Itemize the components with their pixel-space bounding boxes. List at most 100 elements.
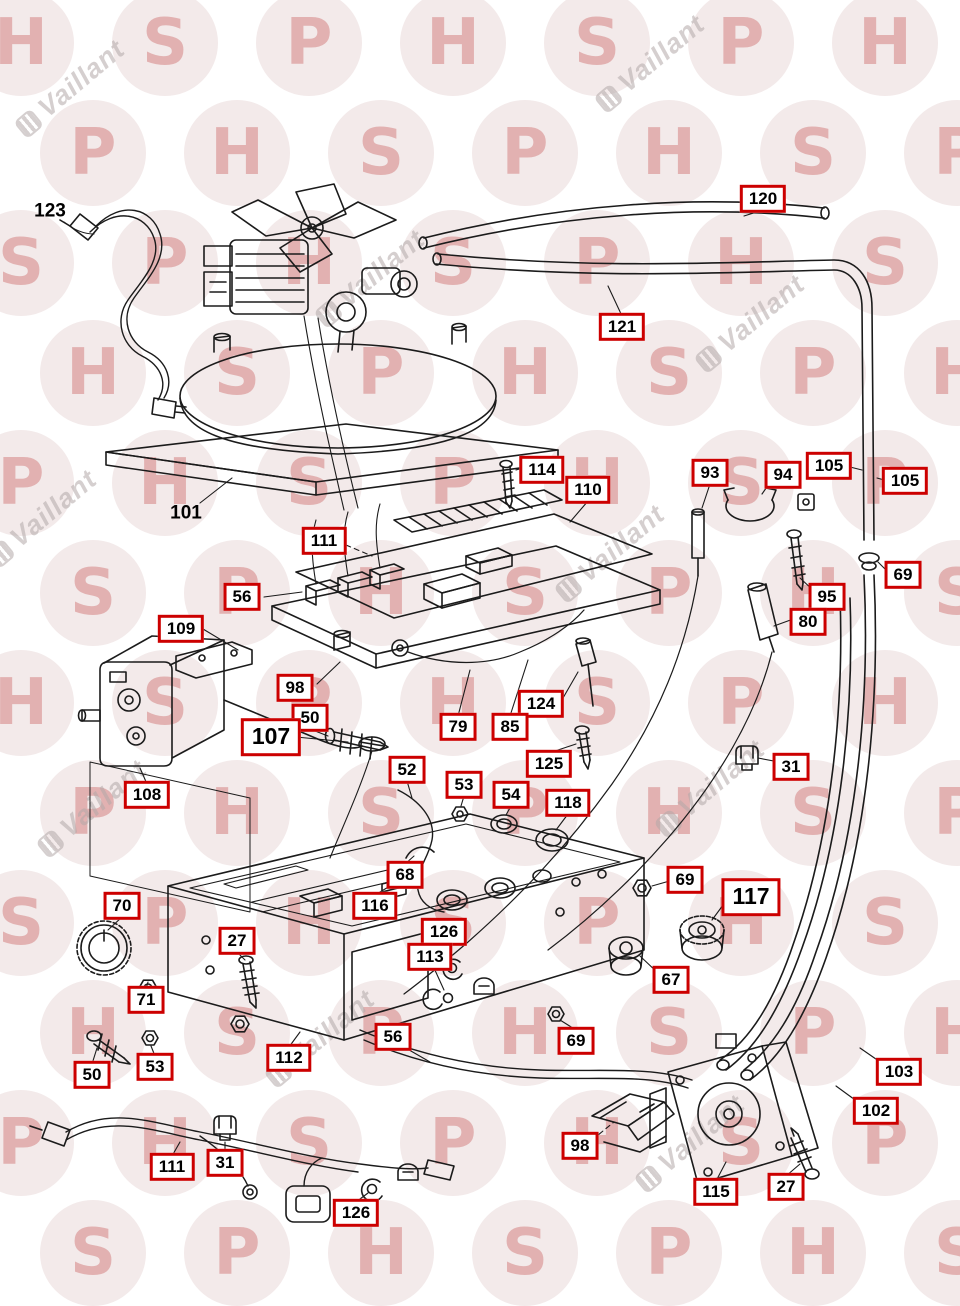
watermark-letter-circle: H <box>184 100 290 206</box>
part-callout-110[interactable]: 110 <box>565 475 611 505</box>
part-callout-117[interactable]: 117 <box>721 878 781 916</box>
screw-and-nut-lower-left <box>86 1030 159 1065</box>
watermark-letter-circle: P <box>688 0 794 96</box>
part-callout-93[interactable]: 93 <box>691 458 729 488</box>
part-callout-105[interactable]: 105 <box>881 466 929 496</box>
part-callout-113[interactable]: 113 <box>407 942 453 972</box>
part-callout-53[interactable]: 53 <box>136 1052 174 1082</box>
cable-clips <box>213 745 759 1141</box>
part-callout-31[interactable]: 31 <box>206 1148 244 1178</box>
watermark-letter-circle: S <box>832 210 938 316</box>
watermark-letter-circle: H <box>0 0 74 96</box>
part-callout-50[interactable]: 50 <box>73 1060 111 1090</box>
cable-glands-and-nuts <box>547 879 725 1022</box>
part-callout-112[interactable]: 112 <box>266 1043 312 1073</box>
watermark-letter-circle: H <box>616 100 722 206</box>
part-callout-126[interactable]: 126 <box>420 917 468 947</box>
watermark-letter-circle: S <box>40 540 146 646</box>
part-callout-105[interactable]: 105 <box>805 451 853 481</box>
part-callout-98[interactable]: 98 <box>276 673 314 703</box>
part-callout-126[interactable]: 126 <box>332 1198 380 1228</box>
watermark-letter-circle: S <box>544 650 650 756</box>
watermark-letter-circle: H <box>400 0 506 96</box>
part-callout-69[interactable]: 69 <box>557 1026 595 1056</box>
part-callout-120[interactable]: 120 <box>739 184 787 214</box>
watermark-letter-circle: P <box>472 100 578 206</box>
part-callout-70[interactable]: 70 <box>103 891 141 921</box>
part-callout-109[interactable]: 109 <box>157 614 205 644</box>
part-callout-116[interactable]: 116 <box>352 891 398 921</box>
sensor-cable <box>59 209 187 419</box>
part-callout-56[interactable]: 56 <box>223 582 261 612</box>
watermark-letter-circle: S <box>616 980 722 1086</box>
watermark-letter-circle: S <box>184 320 290 426</box>
part-callout-124[interactable]: 124 <box>517 689 565 719</box>
part-callout-27[interactable]: 27 <box>767 1172 805 1202</box>
part-callout-114[interactable]: 114 <box>519 455 565 485</box>
part-callout-67[interactable]: 67 <box>652 965 690 995</box>
heat-exchanger-dome <box>179 322 497 455</box>
part-callout-111[interactable]: 111 <box>149 1152 195 1182</box>
watermark-letter-circle: S <box>400 210 506 316</box>
part-callout-103[interactable]: 103 <box>875 1057 923 1087</box>
watermark-letter-circle: H <box>400 650 506 756</box>
part-callout-68[interactable]: 68 <box>386 860 424 890</box>
watermark-letter-circle: H <box>40 320 146 426</box>
part-callout-94[interactable]: 94 <box>764 460 802 490</box>
ignition-unit <box>649 1033 820 1185</box>
pcb-assembly <box>271 459 661 770</box>
part-callout-85[interactable]: 85 <box>491 712 529 742</box>
watermark-letter-circle: S <box>112 650 218 756</box>
part-callout-52[interactable]: 52 <box>388 755 426 785</box>
part-callout-108[interactable]: 108 <box>123 780 171 810</box>
part-callout-31[interactable]: 31 <box>772 752 810 782</box>
watermark-letter-circle: S <box>328 100 434 206</box>
mounting-bracket <box>591 1093 675 1153</box>
silicone-tubes <box>418 201 880 1081</box>
part-callout-27[interactable]: 27 <box>218 926 256 956</box>
watermark-letter-circle: H <box>472 320 578 426</box>
fan-motor-assembly <box>203 183 418 511</box>
part-callout-123: 123 <box>34 200 66 222</box>
watermark-letter-circle: H <box>184 760 290 866</box>
part-callout-69[interactable]: 69 <box>884 560 922 590</box>
part-callout-118[interactable]: 118 <box>545 788 591 818</box>
part-callout-101: 101 <box>170 502 202 524</box>
watermark-letter-circle: S <box>112 0 218 96</box>
part-callout-79[interactable]: 79 <box>439 712 477 742</box>
part-callout-121[interactable]: 121 <box>598 312 646 342</box>
watermark-letter-circle: S <box>544 0 650 96</box>
part-callout-71[interactable]: 71 <box>127 985 165 1015</box>
part-callout-56[interactable]: 56 <box>374 1022 412 1052</box>
watermark-letter-circle: S <box>760 760 866 866</box>
part-callout-111[interactable]: 111 <box>301 526 347 556</box>
part-callout-98[interactable]: 98 <box>561 1131 599 1161</box>
watermark-letter-circle: H <box>112 430 218 536</box>
part-callout-80[interactable]: 80 <box>789 607 827 637</box>
watermark-letter-circle: S <box>616 320 722 426</box>
watermark-letter-circle: P <box>256 0 362 96</box>
watermark-letter-circle: P <box>328 320 434 426</box>
part-callout-125[interactable]: 125 <box>525 749 573 779</box>
part-callout-54[interactable]: 54 <box>492 780 530 810</box>
watermark-letter-circle: S <box>832 870 938 976</box>
part-callout-107[interactable]: 107 <box>240 718 302 756</box>
watermark-letter-circle: P <box>688 650 794 756</box>
part-callout-102[interactable]: 102 <box>852 1096 900 1126</box>
control-knob <box>76 920 158 997</box>
screw-27-left <box>230 955 260 1033</box>
watermark-letter-circle: P <box>472 760 578 866</box>
watermark-letter-circle: P <box>760 320 866 426</box>
watermark-letter-circle: P <box>40 100 146 206</box>
watermark-letter-circle: H <box>832 0 938 96</box>
part-callout-53[interactable]: 53 <box>445 770 483 800</box>
part-callout-115[interactable]: 115 <box>693 1177 739 1207</box>
part-callout-95[interactable]: 95 <box>808 582 846 612</box>
watermark-letter-circle: H <box>40 980 146 1086</box>
part-callout-69[interactable]: 69 <box>666 865 704 895</box>
watermark-letter-circle: H <box>256 210 362 316</box>
watermark-letter-circle: H <box>256 870 362 976</box>
